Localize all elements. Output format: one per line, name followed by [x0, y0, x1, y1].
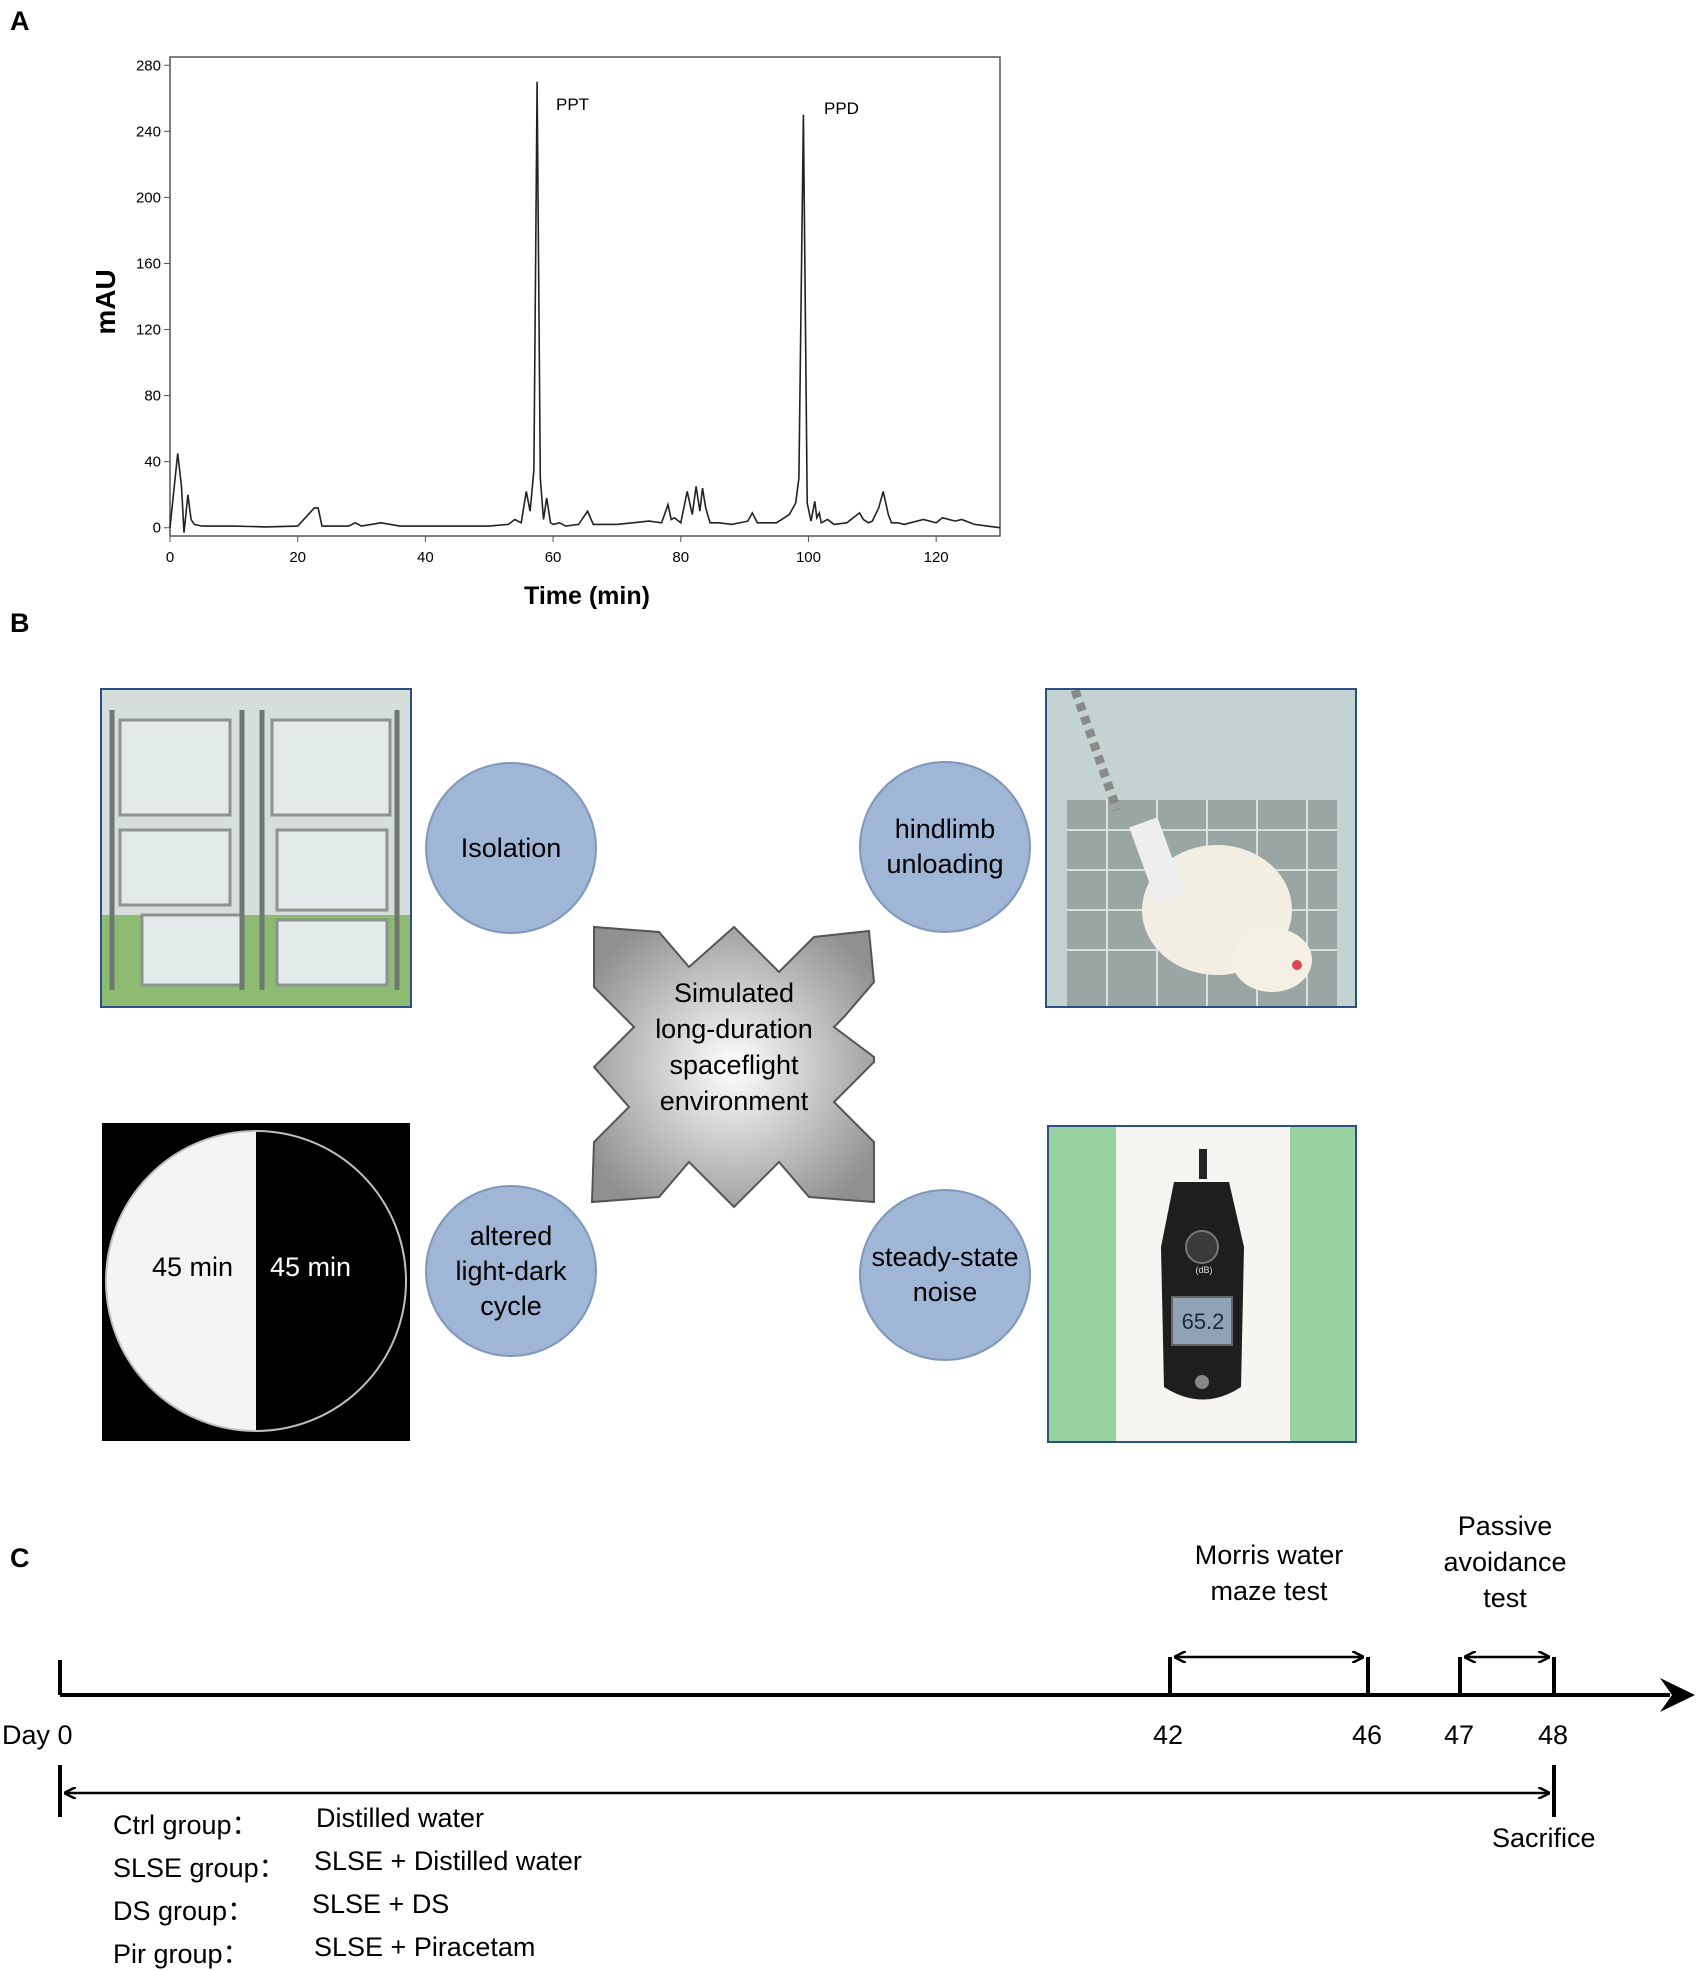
peak-label-ppt: PPT [556, 95, 589, 114]
timeline-arrowhead [1660, 1678, 1695, 1712]
group-name: Pir group： [113, 1939, 250, 1969]
x-tick-label: 100 [796, 549, 821, 566]
day-48-label: 48 [1538, 1720, 1569, 1750]
center-label: Simulated long-duration spaceflight envi… [655, 978, 813, 1116]
group-treatment: Distilled water [316, 1803, 485, 1833]
dark-phase-label: 45 min [270, 1252, 352, 1282]
isolation-cages-photo [100, 688, 412, 1008]
day-46-label: 46 [1352, 1720, 1383, 1750]
factor-noise-label: steady-state noise [871, 1242, 1019, 1307]
morris-test-label: Morris water maze test [1194, 1540, 1344, 1606]
chromatogram-chart: 0 20 40 60 80 100 120 0 40 80 120 160 200 240 280 PPT… [90, 56, 1001, 610]
y-tick-label: 200 [136, 189, 161, 206]
central-four-way-arrow [590, 925, 876, 1209]
panel-label-a: A [10, 6, 30, 36]
light-dark-circle [105, 1130, 407, 1432]
hindlimb-unloading-photo [1045, 688, 1357, 1008]
factor-isolation-label: Isolation [460, 832, 562, 863]
cage-rack-illustration [102, 690, 410, 1006]
y-tick-label: 0 [153, 520, 161, 537]
factor-steady-state-noise: steady-state noise [859, 1189, 1031, 1361]
group-treatment: SLSE + Piracetam [314, 1932, 536, 1962]
factor-isolation: Isolation [425, 762, 597, 934]
x-axis-ticks: 0 20 40 60 80 100 120 [166, 536, 949, 566]
factor-hindlimb-unloading: hindlimb unloading [859, 761, 1031, 933]
y-tick-label: 280 [136, 57, 161, 74]
y-axis-ticks: 0 40 80 120 160 200 240 280 [136, 57, 170, 537]
factor-hindlimb-label: hindlimb unloading [886, 814, 1004, 879]
light-dark-cycle-diagram [102, 1123, 410, 1441]
noise-meter-photo: 65.2 (dB) [1047, 1125, 1357, 1443]
y-tick-label: 80 [144, 388, 161, 405]
x-tick-label: 0 [166, 549, 174, 566]
x-tick-label: 40 [417, 549, 434, 566]
chromatogram-trace [169, 81, 1001, 533]
rat-illustration [1047, 690, 1355, 1006]
group-name: SLSE group： [113, 1853, 286, 1883]
y-axis-label: mAU [90, 269, 121, 334]
day-42-label: 42 [1153, 1720, 1184, 1750]
x-tick-label: 60 [545, 549, 562, 566]
group-name: Ctrl group： [113, 1810, 259, 1840]
y-tick-label: 160 [136, 255, 161, 272]
x-tick-label: 120 [924, 549, 949, 566]
x-tick-label: 20 [289, 549, 306, 566]
day-47-label: 47 [1444, 1720, 1475, 1750]
y-tick-label: 40 [144, 454, 161, 471]
day-0-label: Day 0 [2, 1720, 73, 1750]
meter-reading: 65.2 [1181, 1309, 1225, 1334]
sound-level-meter-icon [1161, 1149, 1244, 1400]
factor-light-dark-cycle: altered light-dark cycle [425, 1185, 597, 1357]
panel-label-b: B [10, 608, 30, 638]
panel-label-c: C [10, 1543, 30, 1573]
group-name: DS group： [113, 1896, 255, 1926]
light-phase-label: 45 min [152, 1252, 234, 1282]
x-axis-label: Time (min) [524, 582, 650, 610]
plot-frame [169, 56, 1001, 537]
group-treatment: SLSE + Distilled water [314, 1846, 582, 1876]
x-tick-label: 80 [672, 549, 689, 566]
y-tick-label: 240 [136, 123, 161, 140]
meter-mode-label: (dB) [1195, 1265, 1213, 1275]
peak-label-ppd: PPD [824, 99, 859, 118]
factor-light-label: altered light-dark cycle [455, 1220, 567, 1321]
passive-avoidance-label: Passive avoidance test [1443, 1511, 1567, 1613]
sacrifice-label: Sacrifice [1492, 1823, 1596, 1853]
y-tick-label: 120 [136, 322, 161, 339]
group-treatment: SLSE + DS [312, 1889, 450, 1919]
